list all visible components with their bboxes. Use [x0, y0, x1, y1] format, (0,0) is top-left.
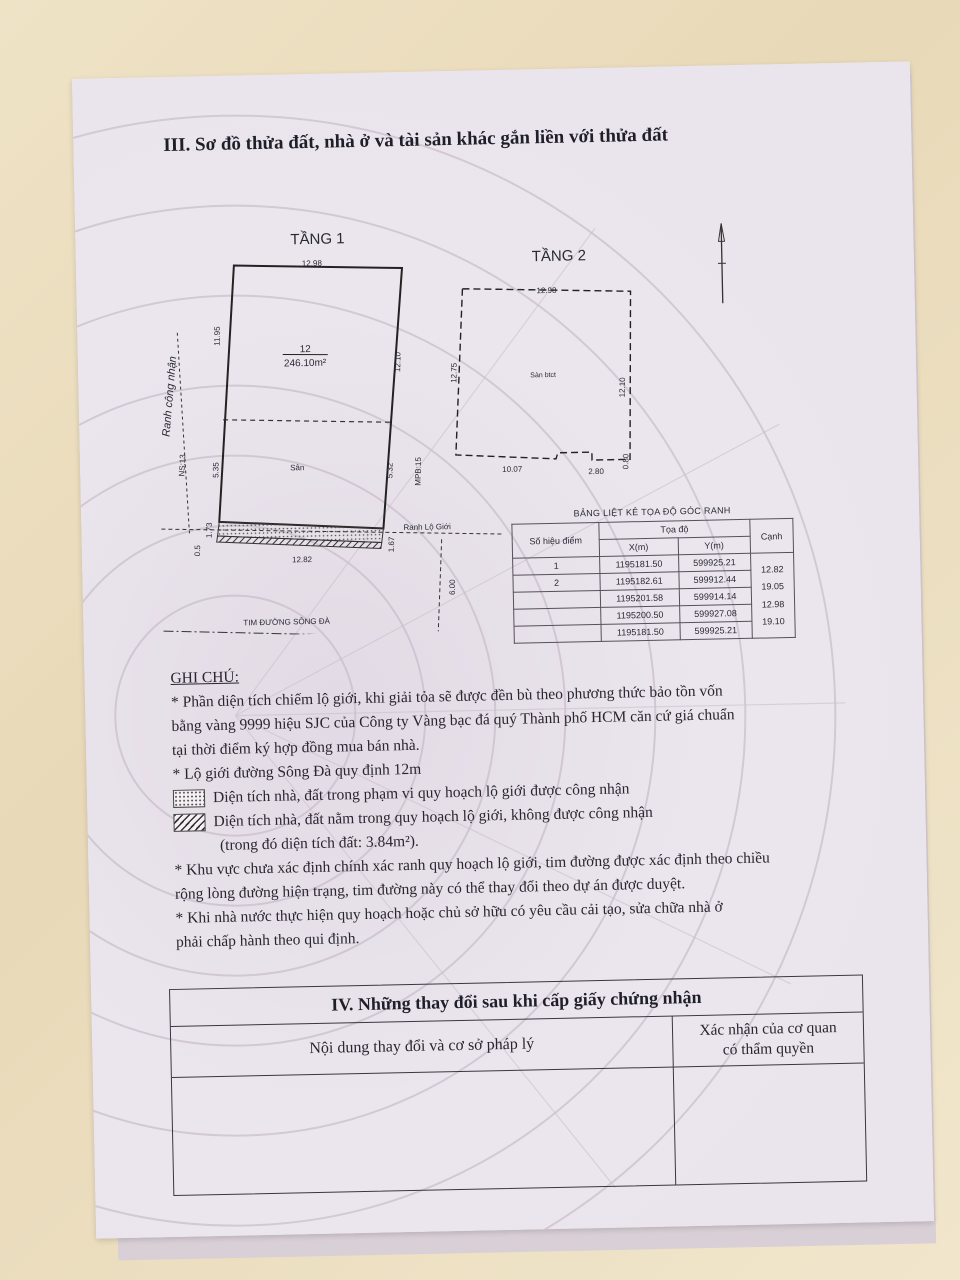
ranh-lo-gioi-label: Ranh Lộ Giới [403, 522, 451, 532]
notes-section: GHI CHÚ: * Phần diện tích chiếm lộ giới,… [170, 653, 866, 955]
authority-column-header: Xác nhận của cơ quan có thẩm quyền [699, 1019, 837, 1059]
authority-content-cell [674, 1064, 866, 1185]
north-arrow-icon [717, 223, 726, 304]
floor2-step-h: 0.80 [621, 453, 630, 469]
floor1-label: TẦNG 1 [290, 230, 345, 248]
floor1-small-right: 1.67 [387, 536, 396, 552]
edges-cell: 12.82 19.05 12.98 19.10 [750, 552, 796, 639]
floor1-bottom-len: 12.82 [292, 555, 313, 564]
floor1-outline [218, 264, 404, 530]
hatched-swatch-icon [173, 813, 206, 833]
floor2-label: TẦNG 2 [532, 247, 587, 265]
ranh-cong-nhan-label: Ranh công nhận [160, 356, 179, 437]
header-y: Y(m) [677, 536, 751, 555]
header-x: X(m) [599, 537, 679, 557]
floor2-left-len: 12.75 [449, 362, 458, 383]
mpb-label: MPB:15 [414, 457, 423, 486]
floor1-tiny: 0.5 [193, 545, 202, 557]
plot-number: 12 [300, 344, 312, 355]
ns-label: NS:13 [177, 454, 187, 477]
floor2-step-w: 2.80 [588, 467, 604, 476]
floor2-top-len: 12.98 [536, 286, 557, 295]
floor1-small-left: 1.73 [205, 522, 214, 538]
coordinate-table: BẢNG LIỆT KÊ TỌA ĐỘ GÓC RANH Số hiệu điể… [511, 504, 796, 644]
floor1-left-len: 11.95 [213, 326, 222, 346]
dotted-swatch-icon [172, 789, 206, 809]
floor1-lower-right: 5.32 [385, 462, 394, 478]
floor1-lower-left: 5.35 [211, 462, 220, 478]
floor2-outline [455, 288, 632, 461]
floor1-san: Sân [290, 463, 304, 472]
header-edge: Cạnh [749, 518, 794, 554]
floor2-san-btct: Sàn btct [530, 372, 556, 380]
floor-plan-drawing: TẦNG 1 12.98 11.95 12.10 12 246.10m² 5.3… [160, 230, 632, 638]
certificate-page: III. Sơ đồ thửa đất, nhà ở và tài sản kh… [71, 61, 935, 1239]
road-offset: 6.00 [448, 579, 457, 595]
floor1-top-len: 12.98 [302, 259, 323, 268]
changes-column-header: Nội dung thay đổi và cơ sở pháp lý [170, 1016, 674, 1078]
floor2-bottom-len: 10.07 [502, 465, 523, 474]
floor1-right-len: 12.10 [393, 351, 402, 372]
header-point: Số hiệu điểm [511, 522, 600, 559]
plot-area: 246.10m² [284, 358, 327, 370]
section-4-box: IV. Những thay đổi sau khi cấp giấy chứn… [169, 974, 868, 1197]
road-center-label: TIM ĐƯỜNG SÔNG ĐÀ [243, 617, 330, 628]
changes-content-cell [171, 1067, 677, 1196]
floor2-right-len: 12.10 [618, 377, 627, 398]
